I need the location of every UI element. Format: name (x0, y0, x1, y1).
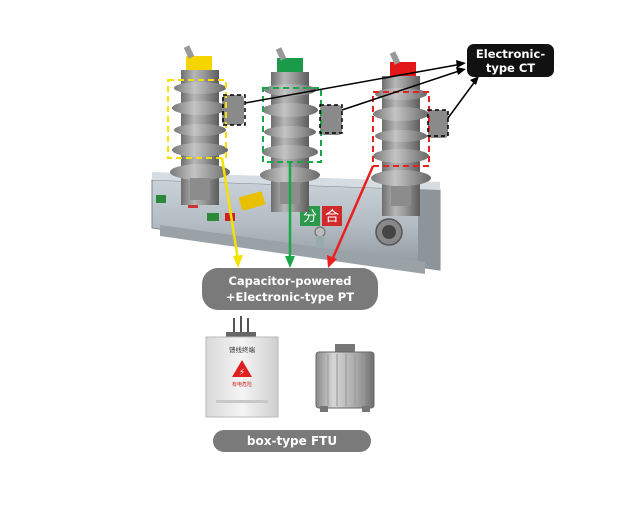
terminal-yellow (186, 56, 212, 70)
ftu-label-text: box-type FTU (246, 434, 338, 448)
ct-sensor-b (320, 105, 342, 135)
terminal-red (390, 62, 416, 76)
ftu-label: box-type FTU (213, 430, 371, 452)
pt-marker-c (372, 91, 430, 167)
recloser-tank (151, 172, 441, 274)
pt-marker-a (167, 79, 227, 159)
ct-marker-a (222, 94, 246, 126)
ct-label-line1: Electronic- (475, 47, 546, 61)
manual-handle (239, 191, 265, 211)
ct-sensor-c (428, 110, 448, 138)
ct-marker-b (319, 104, 343, 134)
arrow-ct-b (341, 69, 463, 111)
pt-marker-b (262, 87, 322, 163)
arrow-yellow (220, 157, 240, 261)
ct-label-line2: type CT (485, 61, 536, 75)
close-mark-bg (322, 206, 342, 226)
ct-sensor-a (222, 95, 244, 125)
pt-label-line2: +Electronic-type PT (225, 290, 355, 304)
warning-icon (232, 360, 252, 377)
arrow-red (330, 165, 375, 261)
pt-module (315, 344, 375, 412)
ftu-warning: 有电危险 (232, 381, 252, 388)
ct-marker-c (427, 109, 449, 137)
close-mark: 合 (325, 209, 339, 225)
status-light (156, 195, 166, 203)
ct-arrows (244, 60, 479, 119)
ct-label: Electronic- type CT (467, 44, 554, 77)
pole-a (167, 45, 246, 205)
pt-label: Capacitor-powered +Electronic-type PT (202, 268, 378, 310)
terminal-green (277, 58, 303, 72)
arrow-ct-c (447, 79, 477, 119)
pt-label-line1: Capacitor-powered (228, 274, 352, 288)
pole-c (371, 51, 449, 216)
open-mark: 分 (303, 209, 317, 225)
pt-arrows (220, 157, 375, 268)
svg-text:⚡: ⚡ (239, 368, 245, 378)
ftu-cabinet: 馈线终端 ⚡ 有电危险 (205, 316, 279, 418)
arrow-ct-a (244, 63, 463, 104)
ftu-title: 馈线终端 (229, 345, 256, 354)
